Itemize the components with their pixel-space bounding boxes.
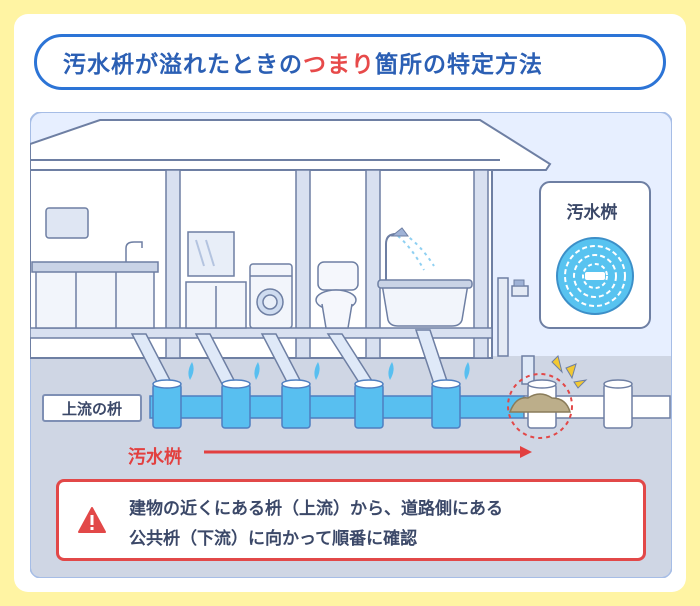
- sewage-basin-card-label: 汚水桝: [566, 203, 618, 223]
- house-drainage-diagram: [30, 112, 672, 578]
- washing-machine: [249, 263, 293, 329]
- warning-box: 建物の近くにある枡（上流）から、道路側にある 公共枡（下流）に向かって順番に確認: [56, 479, 646, 561]
- upstream-basin-label: 上流の枡: [42, 394, 142, 422]
- public-basin: [603, 379, 633, 429]
- clogged-basin: [508, 379, 571, 429]
- warning-text-line-1: 建物の近くにある枡（上流）から、道路側にある: [129, 499, 503, 519]
- clog-highlight-circle: [507, 373, 573, 439]
- title-banner: 汚水枡が溢れたときのつまり箇所の特定方法: [34, 34, 666, 90]
- warning-text-line-2: 公共枡（下流）に向かって順番に確認: [129, 529, 418, 549]
- manhole-cover-icon: [556, 237, 634, 315]
- flow-arrow-label: 汚水桝: [128, 447, 182, 468]
- title-part-3: 箇所の特定方法: [375, 52, 543, 78]
- flow-arrow: [204, 446, 532, 458]
- washbasin: [185, 231, 247, 329]
- roof: [30, 119, 552, 171]
- toilet: [315, 261, 359, 329]
- kitchen-sink: [31, 207, 159, 329]
- title-part-1: 汚水枡が溢れたときの: [63, 52, 303, 78]
- shower-icon: [390, 227, 409, 237]
- overflow-splashes: [188, 362, 470, 380]
- clog-alert-marks: [551, 355, 588, 389]
- house-posts: [165, 169, 489, 359]
- warning-icon: [78, 507, 106, 533]
- page-title: 汚水枡が溢れたときのつまり箇所の特定方法: [63, 45, 543, 79]
- basins-upstream: [152, 379, 461, 429]
- title-highlight: つまり: [303, 52, 375, 78]
- faucet-icon: [513, 279, 525, 287]
